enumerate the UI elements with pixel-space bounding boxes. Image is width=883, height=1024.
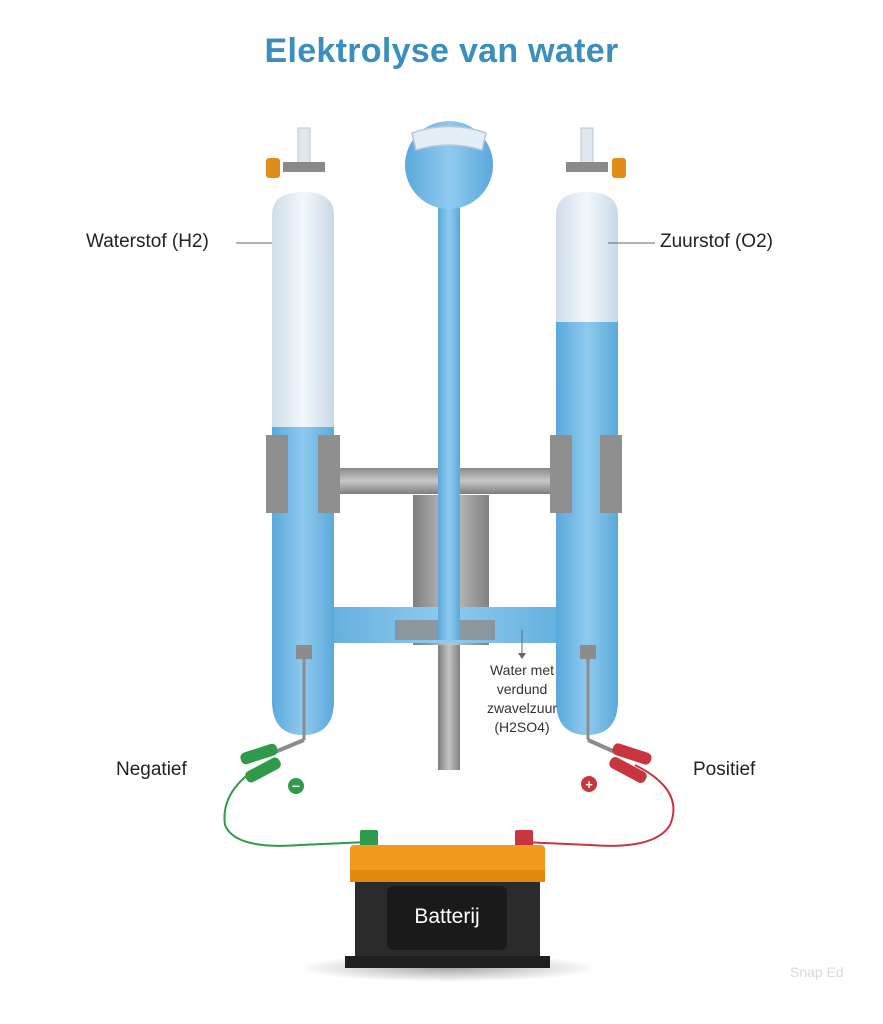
battery bbox=[298, 830, 598, 982]
positive-label: Positief bbox=[693, 759, 756, 780]
reservoir-tube bbox=[438, 200, 460, 640]
negative-wire bbox=[223, 764, 369, 847]
plus-glyph: + bbox=[585, 777, 593, 792]
positive-clip bbox=[587, 738, 652, 783]
battery-negative-terminal bbox=[360, 830, 378, 848]
solution-label-line-1: Water met bbox=[489, 662, 555, 678]
oxygen-label: Zuurstof (O2) bbox=[660, 231, 773, 252]
negative-label: Negatief bbox=[116, 759, 187, 780]
hydrogen-tube bbox=[266, 127, 340, 740]
reservoir-rim bbox=[411, 125, 487, 151]
minus-symbol bbox=[288, 778, 304, 794]
solution-label-line-4: (H2SO4) bbox=[494, 719, 550, 735]
plus-symbol bbox=[581, 776, 597, 792]
hydrogen-label: Waterstof (H2) bbox=[86, 231, 209, 252]
battery-label: Batterij bbox=[414, 905, 480, 928]
negative-clip bbox=[240, 738, 305, 783]
minus-glyph: − bbox=[292, 778, 300, 794]
oxygen-tube bbox=[550, 127, 626, 740]
battery-positive-terminal bbox=[515, 830, 533, 848]
solution-label: Water met verdund zwavelzuur (H2SO4) bbox=[462, 661, 582, 737]
positive-wire bbox=[521, 764, 675, 847]
page-title: Elektrolyse van water bbox=[264, 32, 619, 70]
watermark: Snap Ed bbox=[790, 964, 844, 980]
solution-label-line-3: zwavelzuur bbox=[486, 700, 558, 716]
solution-label-line-2: verdund bbox=[496, 681, 548, 697]
